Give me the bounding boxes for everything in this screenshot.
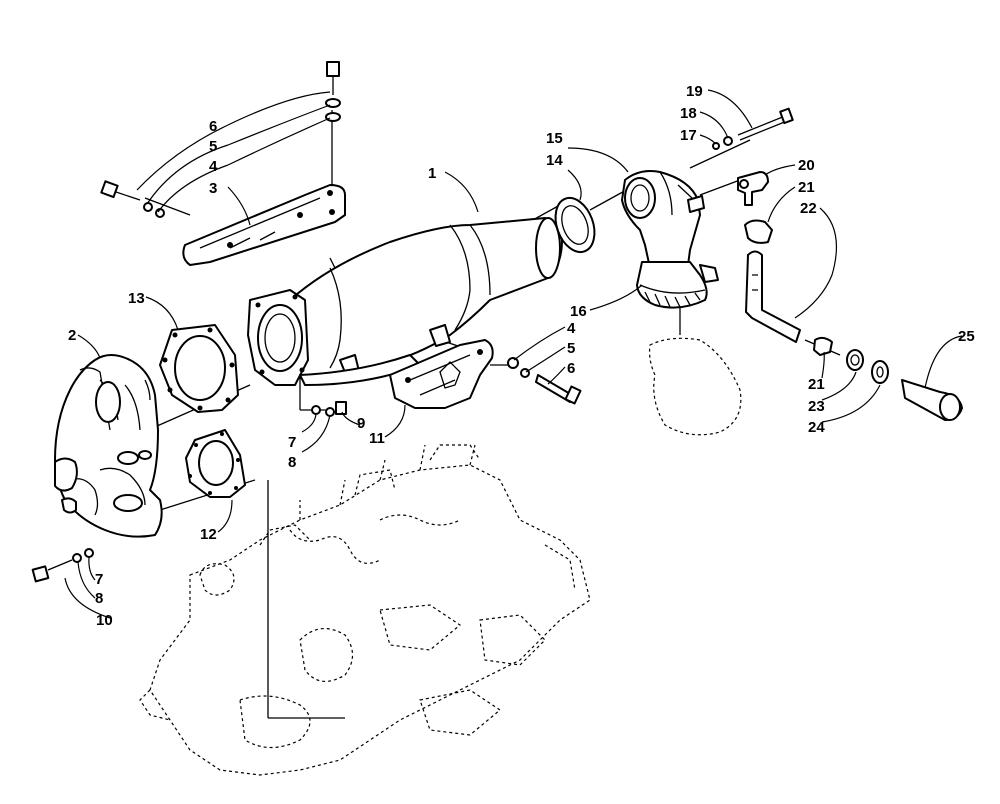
callout-5-lower: 5 [567, 340, 575, 357]
coupling-hose-outline [648, 337, 742, 436]
fastener-bolt-10 [31, 548, 94, 583]
callout-25: 25 [958, 328, 975, 345]
part-21-hose-clamp-lower [813, 336, 833, 356]
callout-11: 11 [369, 430, 385, 447]
callout-labels: 1 2 3 4 5 6 7 8 9 10 11 12 13 14 15 16 1… [68, 83, 975, 629]
leader-lines [64, 89, 963, 619]
callout-6: 6 [209, 118, 217, 135]
part-14-gasket-ring [554, 196, 596, 254]
part-2-exhaust-manifold [54, 354, 163, 538]
part-16-clamp [636, 261, 719, 309]
callout-3: 3 [209, 180, 217, 197]
callout-8: 8 [288, 454, 296, 471]
part-12-gasket [185, 429, 246, 498]
part-3-upper-bracket [182, 184, 346, 266]
part-25-fitting [901, 379, 963, 421]
callout-4: 4 [209, 158, 218, 175]
callout-10: 10 [96, 612, 113, 629]
part-22-hose [745, 250, 801, 343]
callout-16: 16 [570, 303, 587, 320]
callout-17: 17 [680, 127, 697, 144]
part-24-washer [871, 360, 889, 384]
callout-21: 21 [798, 179, 815, 196]
callout-13: 13 [128, 290, 145, 307]
fastener-bolt-19 [712, 107, 794, 150]
callout-15: 15 [546, 130, 563, 147]
callout-12: 12 [200, 526, 217, 543]
part-11-lower-bracket [389, 339, 494, 409]
alignment-lines [144, 110, 841, 719]
callout-7-lower: 7 [95, 571, 103, 588]
part-15-elbow [621, 170, 705, 269]
callout-1: 1 [428, 165, 436, 182]
callout-8-lower: 8 [95, 590, 103, 607]
callout-4-lower: 4 [567, 320, 576, 337]
callout-2: 2 [68, 327, 76, 344]
callout-19: 19 [686, 83, 703, 100]
engine-outline [139, 444, 591, 776]
part-21-hose-clamp-upper [744, 219, 773, 244]
callout-24: 24 [808, 419, 825, 436]
callout-7: 7 [288, 434, 296, 451]
callout-23: 23 [808, 398, 825, 415]
callout-20: 20 [798, 157, 815, 174]
fastener-washer-top [325, 98, 341, 122]
part-23-nut [846, 349, 864, 371]
callout-22: 22 [800, 200, 817, 217]
part-20-fitting [737, 171, 769, 206]
callout-21-lower: 21 [808, 376, 825, 393]
callout-14: 14 [546, 152, 563, 169]
callout-6-lower: 6 [567, 360, 575, 377]
callout-18: 18 [680, 105, 697, 122]
part-13-gasket [159, 324, 239, 413]
fastener-bolt-left [100, 180, 165, 218]
fastener-bolt-top [326, 61, 340, 95]
callout-5: 5 [209, 138, 217, 155]
fastener-nut-9 [311, 401, 347, 417]
callout-9: 9 [357, 415, 365, 432]
